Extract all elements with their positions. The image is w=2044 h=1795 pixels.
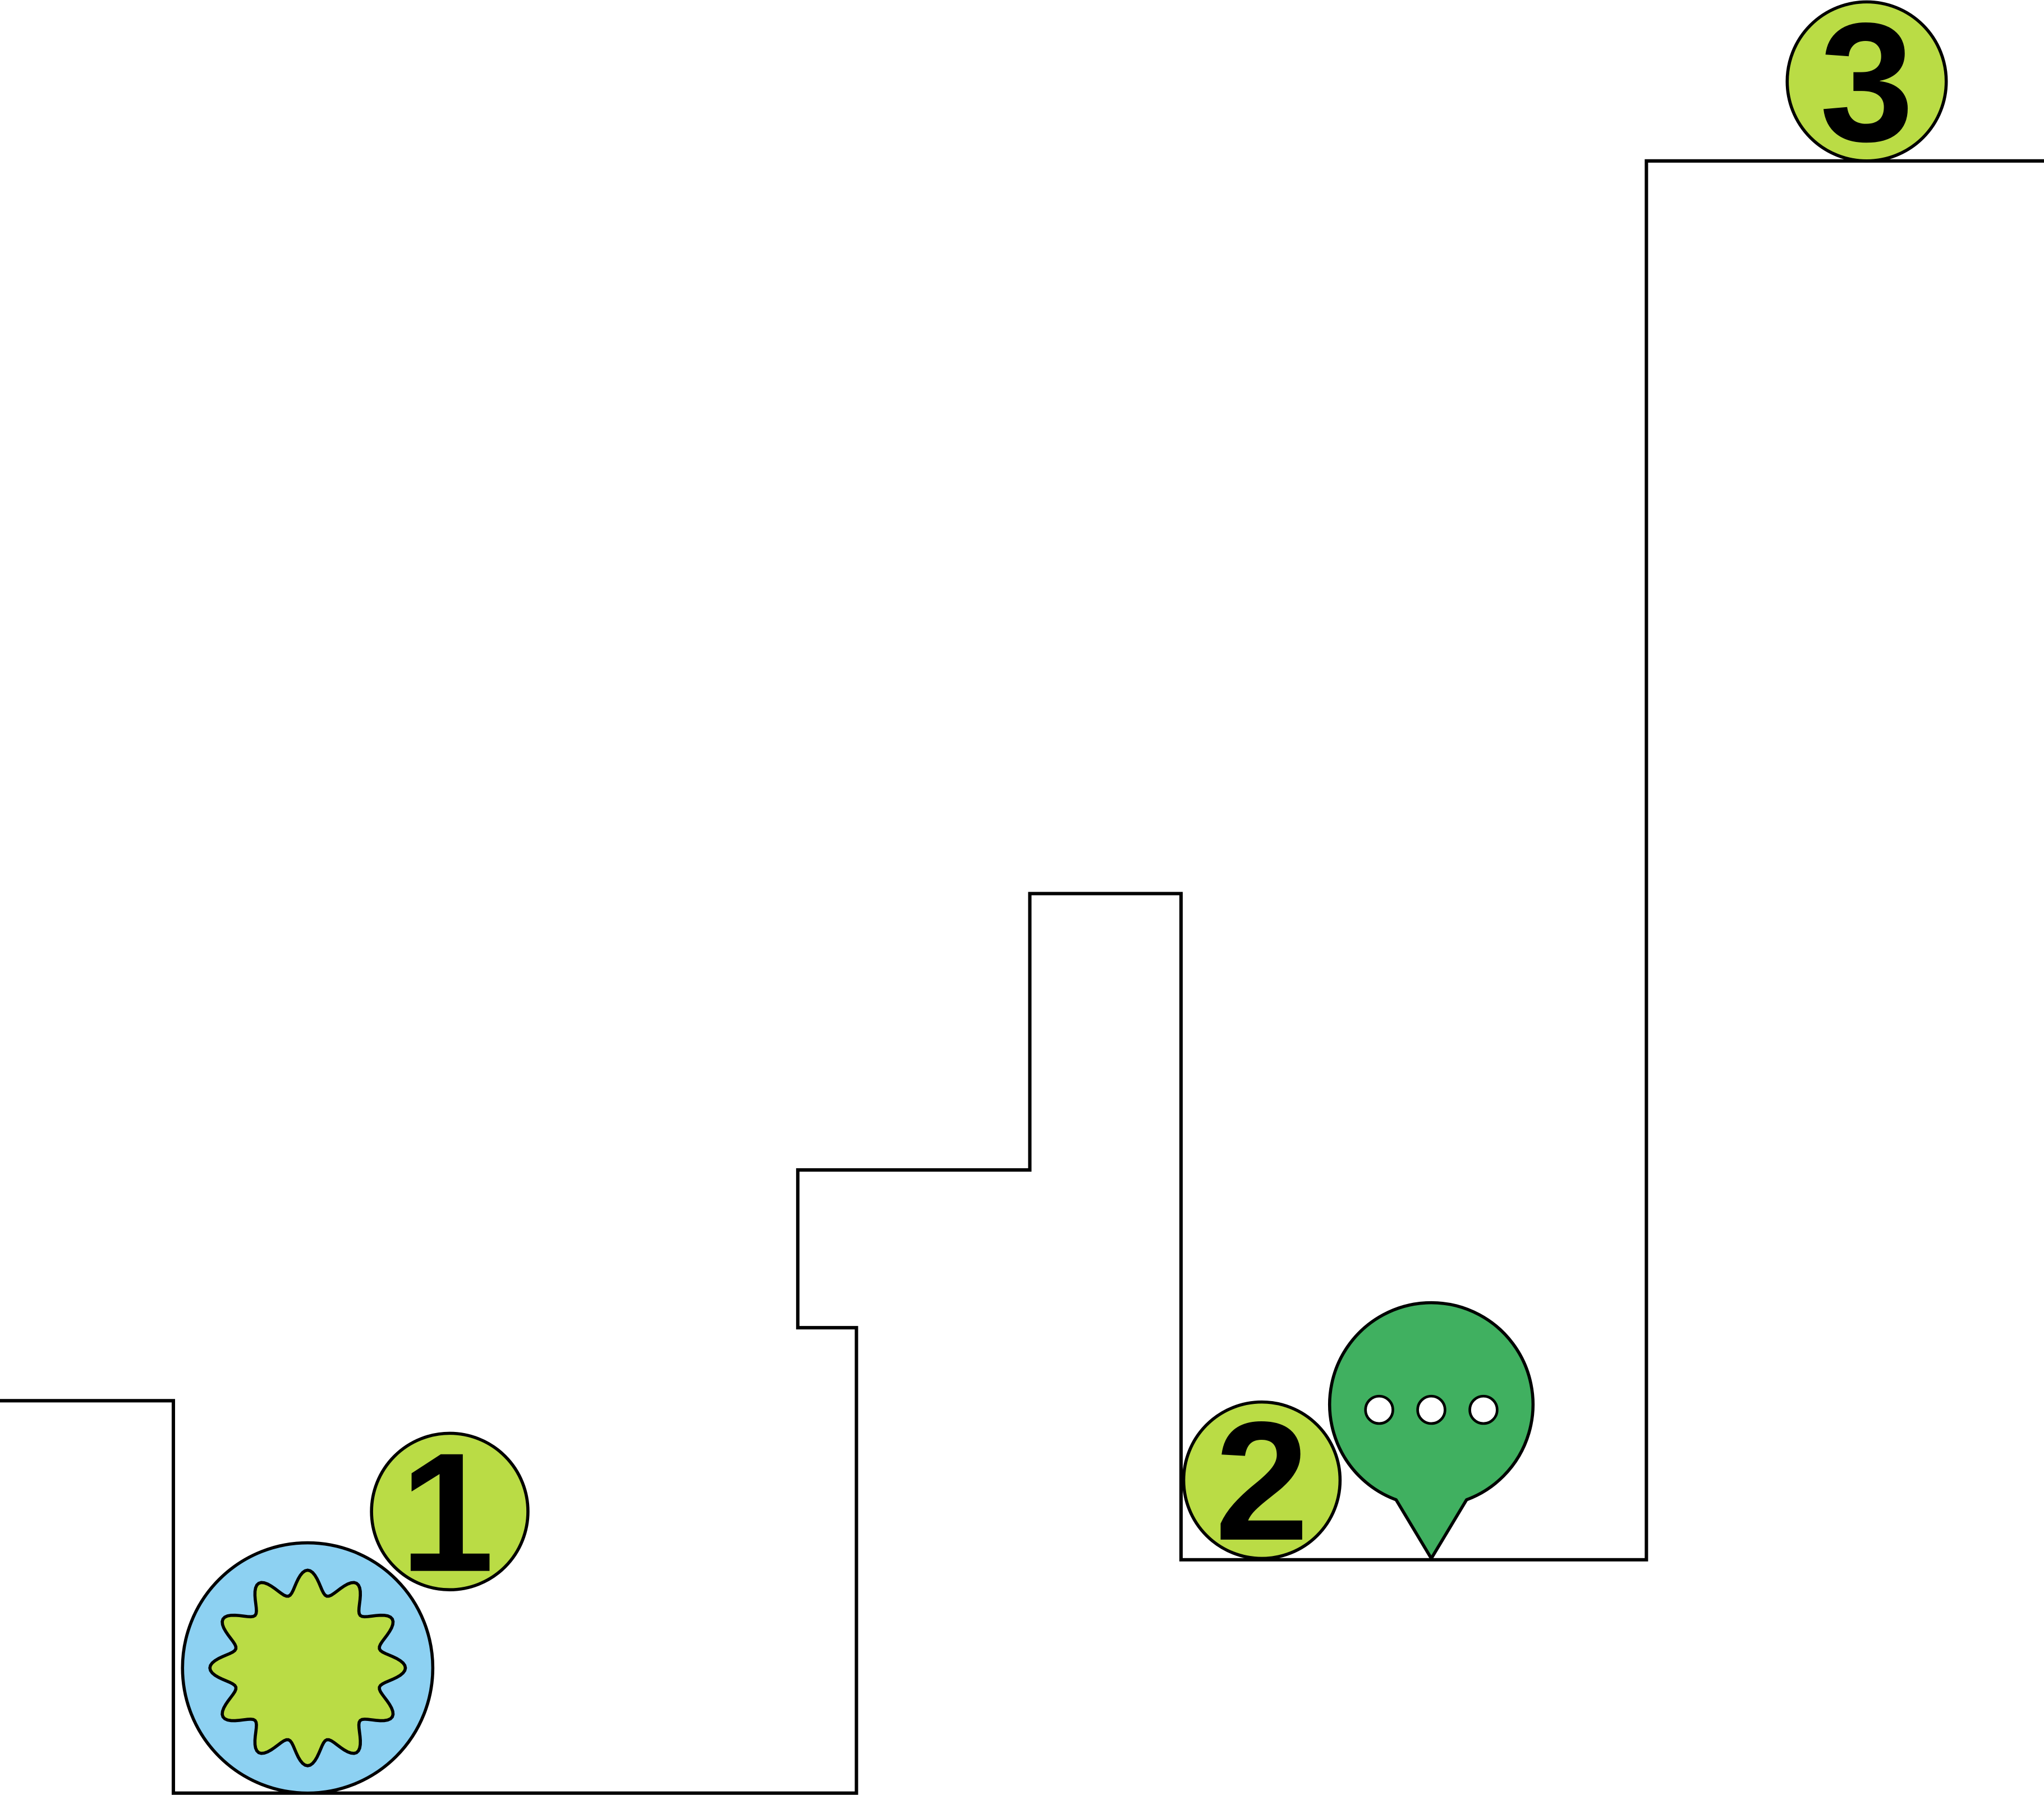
step-marker-1: 1 [370, 1418, 530, 1608]
starburst-icon [208, 1568, 407, 1768]
ellipsis-dot [1364, 1394, 1394, 1425]
badge-in-bubble-icon [181, 1541, 435, 1795]
step-marker-2: 2 [1182, 1387, 1342, 1576]
speech-bubble-body [1328, 1301, 1535, 1560]
ellipsis-dot [1468, 1394, 1499, 1425]
marker-label: 1 [400, 1418, 494, 1608]
marker-label: 2 [1215, 1387, 1309, 1576]
marker-label: 3 [1820, 0, 1914, 177]
marker-circle [1785, 0, 1948, 163]
speech-bubble-icon [1328, 1301, 1535, 1560]
terrain-outline [0, 159, 2044, 1795]
marker-circle [370, 1431, 530, 1591]
marker-circle [1182, 1400, 1342, 1560]
ellipsis-dot [1416, 1394, 1446, 1425]
step-marker-3: 3 [1785, 0, 1948, 177]
